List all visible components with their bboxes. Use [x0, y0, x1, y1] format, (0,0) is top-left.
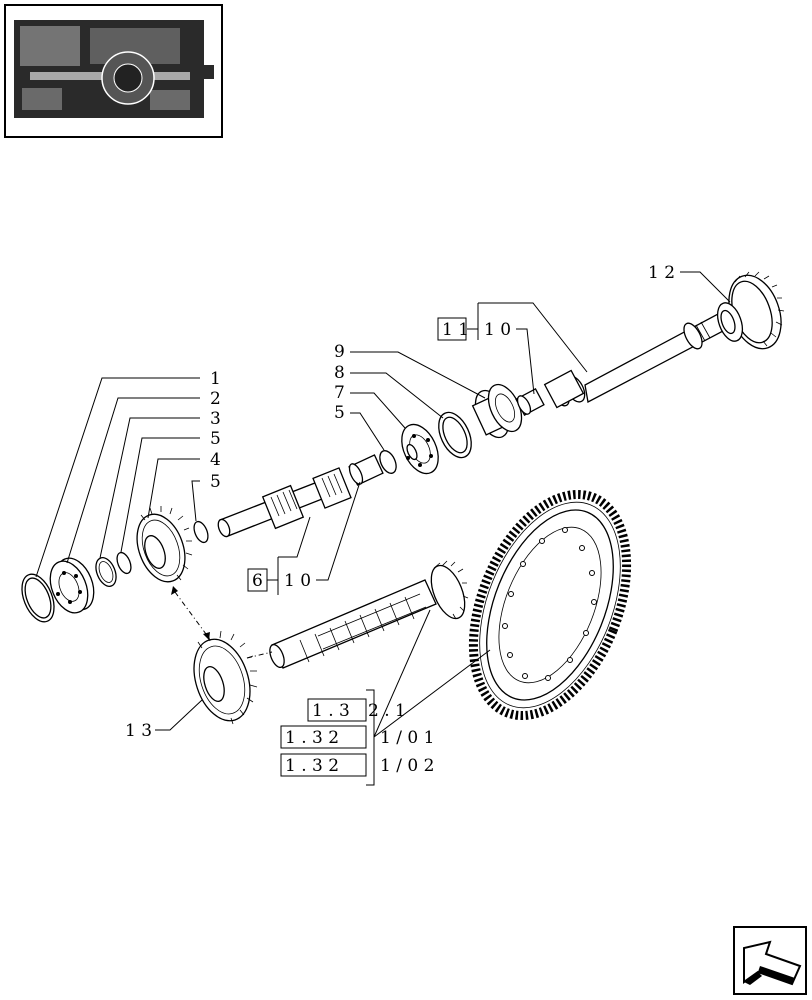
label-5b[interactable]: 5: [210, 472, 221, 492]
label-13[interactable]: 1 3: [125, 721, 152, 741]
label-9[interactable]: 9: [334, 342, 345, 362]
ref-a-box[interactable]: 1 . 3: [312, 701, 350, 721]
ref-6-box[interactable]: 6: [252, 571, 263, 591]
ring-1: [21, 573, 55, 623]
snap-ring-5-lower: [193, 520, 209, 544]
ring-8: [438, 411, 472, 459]
ref-11-suffix: 1 0: [484, 320, 511, 340]
pinion-shaft: [269, 560, 469, 669]
label-12[interactable]: 1 2: [648, 263, 675, 283]
label-1[interactable]: 1: [210, 369, 221, 389]
ref-a-suffix: 2 . 1: [368, 701, 406, 721]
ref-6-suffix: 1 0: [284, 571, 311, 591]
snap-ring-5-upper: [379, 450, 397, 474]
ref-c-box[interactable]: 1 . 3 2: [285, 756, 339, 776]
label-5c[interactable]: 5: [334, 403, 345, 423]
output-shaft: [543, 313, 726, 409]
crown-wheel: [468, 489, 632, 721]
bearing-7: [401, 423, 439, 475]
ref-b-box[interactable]: 1 . 3 2: [285, 728, 339, 748]
part-labels: 1 2 3 5 4 5 9 8 7 5 1 2 1 3 1 1 1 0 6 1 …: [125, 263, 675, 777]
ref-c-suffix: 1 / 0 2: [380, 756, 434, 776]
label-5a[interactable]: 5: [210, 429, 221, 449]
label-2[interactable]: 2: [210, 389, 221, 409]
bushing-10-upper: [515, 388, 545, 416]
ring-3: [95, 557, 117, 587]
bearing-9: [471, 383, 523, 439]
label-7[interactable]: 7: [334, 383, 345, 403]
gear-13: [193, 630, 258, 725]
bearing-2: [49, 557, 95, 614]
label-8[interactable]: 8: [334, 363, 345, 383]
input-shaft: [217, 467, 352, 538]
gear-4: [136, 506, 193, 583]
gear-12: [716, 271, 785, 350]
label-4[interactable]: 4: [210, 450, 221, 470]
ref-11-box[interactable]: 1 1: [442, 320, 469, 340]
next-page-arrow-icon[interactable]: [733, 926, 807, 995]
label-3[interactable]: 3: [210, 409, 221, 429]
ref-b-suffix: 1 / 0 1: [380, 728, 434, 748]
leader-lines: [35, 271, 731, 786]
bushing-10-lower: [348, 454, 384, 486]
snap-ring-5-small: [116, 551, 132, 575]
transmission-thumbnail-icon[interactable]: [4, 4, 223, 138]
alignment-line: [174, 591, 207, 635]
